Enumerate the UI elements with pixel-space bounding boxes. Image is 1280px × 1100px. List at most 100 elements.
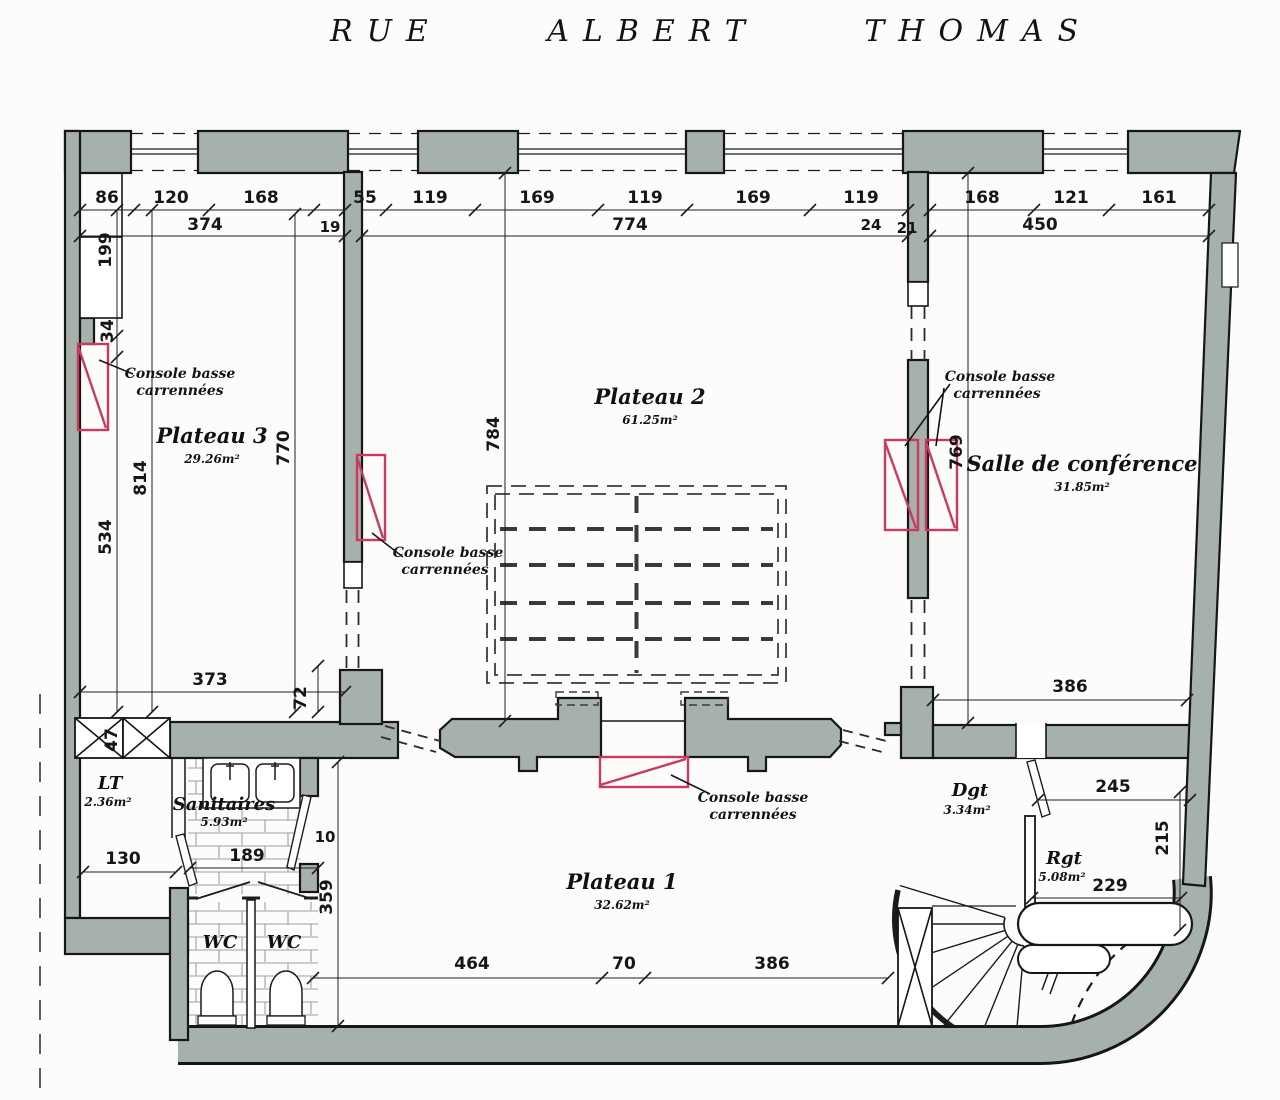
toilet bbox=[200, 970, 234, 1017]
console-unit bbox=[598, 755, 690, 789]
console-unit bbox=[924, 438, 959, 532]
dim-label: 161 bbox=[1141, 188, 1177, 208]
console-label-line1: Console basse bbox=[393, 545, 504, 561]
dim-label: 774 bbox=[612, 215, 648, 235]
windows bbox=[131, 132, 1128, 172]
dim-label: 119 bbox=[843, 188, 879, 208]
dim-label: 168 bbox=[964, 188, 1000, 208]
dim-ticks bbox=[73, 166, 1216, 1033]
dim-label: 814 bbox=[131, 460, 151, 496]
dim-label: 72 bbox=[291, 686, 311, 710]
console-unit bbox=[355, 453, 387, 542]
dim-label: 34 bbox=[98, 319, 118, 343]
wall-gap-box bbox=[343, 561, 363, 589]
left-wall bbox=[63, 129, 82, 920]
dim-label: 373 bbox=[192, 670, 228, 690]
leader bbox=[371, 532, 404, 558]
grid-inner bbox=[494, 493, 779, 676]
console-label-line2: carrennées bbox=[709, 807, 796, 823]
room-name-rgt: Rgt bbox=[1045, 848, 1083, 869]
dim-label: 359 bbox=[317, 879, 337, 915]
top-wall-pier bbox=[901, 129, 1045, 175]
room-area-plateau3: 29.26m² bbox=[183, 452, 240, 466]
sanitaires-right-wall-lower bbox=[298, 862, 320, 894]
middle-wall-right bbox=[683, 696, 843, 773]
dim-label: 24 bbox=[861, 216, 882, 234]
dim-label: 245 bbox=[1095, 777, 1131, 797]
console-label-line1: Console basse bbox=[945, 369, 1056, 385]
sanitaires-top-wall bbox=[168, 720, 400, 760]
middle-wall-left bbox=[438, 696, 603, 773]
street-word-rue: RUE bbox=[330, 14, 442, 49]
dim-label: 464 bbox=[454, 954, 490, 974]
console-labels: Console basse carrennées Console basse c… bbox=[125, 366, 1056, 823]
room-name-dgt: Dgt bbox=[951, 780, 989, 801]
room-name-plateau3: Plateau 3 bbox=[155, 423, 267, 448]
top-wall-pier bbox=[416, 129, 520, 175]
stair-landing-bar bbox=[1016, 901, 1194, 947]
wall-niche bbox=[79, 236, 123, 319]
dim-label: 450 bbox=[1022, 215, 1058, 235]
opening-plateau3-wall bbox=[345, 590, 360, 668]
lt-bottom-wall bbox=[63, 916, 190, 956]
toilet bbox=[269, 970, 303, 1017]
wall-vent-box bbox=[907, 281, 929, 307]
salle-bottom-wall bbox=[931, 723, 1198, 760]
room-area-dgt: 3.34m² bbox=[943, 803, 990, 817]
dim-label: 199 bbox=[96, 232, 116, 268]
faucet-marks bbox=[226, 762, 279, 780]
dim-label: 189 bbox=[229, 846, 265, 866]
stair-inner-arc bbox=[1003, 917, 1025, 947]
right-wall-step bbox=[1221, 242, 1239, 288]
stair-shaft-braces bbox=[897, 907, 933, 1027]
fixtures bbox=[175, 757, 1051, 1026]
plateau3-plateau2-wall bbox=[342, 170, 364, 564]
room-name-sanitaires: Sanitaires bbox=[173, 794, 275, 815]
dim-label: 10 bbox=[315, 828, 336, 846]
dim-label: 770 bbox=[274, 430, 294, 466]
dim-label: 386 bbox=[1052, 677, 1088, 697]
grid-rows bbox=[500, 496, 773, 673]
dim-label: 229 bbox=[1092, 876, 1128, 896]
lt-partition bbox=[171, 758, 186, 838]
dim-label: 121 bbox=[1053, 188, 1089, 208]
room-name-plateau2: Plateau 2 bbox=[593, 384, 705, 409]
room-name-wc-right: WC bbox=[267, 932, 302, 953]
console-label-line1: Console basse bbox=[698, 790, 809, 806]
plateau3-wall-pier bbox=[338, 668, 384, 726]
opening-connector-right bbox=[838, 729, 887, 753]
dim-label: 86 bbox=[95, 188, 119, 208]
dim-label: 374 bbox=[187, 215, 223, 235]
console-diagonal bbox=[924, 441, 957, 529]
toilet-base bbox=[266, 1015, 306, 1026]
rgt-left-wall bbox=[1024, 815, 1036, 909]
top-wall-corner bbox=[1126, 129, 1242, 175]
wall-face-dashed bbox=[131, 132, 1128, 172]
dim-lines bbox=[80, 173, 1209, 1026]
dim-label: 386 bbox=[754, 954, 790, 974]
room-name-salle: Salle de conférence bbox=[966, 451, 1197, 476]
dim-label: 534 bbox=[96, 519, 116, 555]
console-unit bbox=[76, 342, 110, 432]
dim-label: 70 bbox=[612, 954, 636, 974]
window-glazing bbox=[131, 148, 1128, 155]
room-area-sanitaires: 5.93m² bbox=[200, 815, 247, 829]
sanitaires-right-wall-upper bbox=[298, 756, 320, 798]
dgt-door-leaf bbox=[1026, 759, 1051, 818]
stair-landing-lower bbox=[1017, 944, 1111, 974]
salle-wall-stub bbox=[883, 721, 903, 737]
console-label-line1: Console basse bbox=[125, 366, 236, 382]
dim-label: 215 bbox=[1153, 820, 1173, 856]
leader bbox=[98, 359, 134, 375]
wc-left-wall bbox=[168, 886, 190, 1042]
room-area-salle: 31.85m² bbox=[1054, 480, 1110, 494]
dim-label: 19 bbox=[320, 218, 341, 236]
dim-label: 130 bbox=[105, 849, 141, 869]
console-label-line2: carrennées bbox=[136, 383, 223, 399]
furniture-grid bbox=[486, 485, 787, 706]
left-wall-step bbox=[78, 316, 96, 346]
salle-door-jambs bbox=[1015, 723, 1047, 759]
room-area-rgt: 5.08m² bbox=[1038, 870, 1085, 884]
dim-label: 21 bbox=[897, 219, 918, 237]
dim-label: 168 bbox=[243, 188, 279, 208]
